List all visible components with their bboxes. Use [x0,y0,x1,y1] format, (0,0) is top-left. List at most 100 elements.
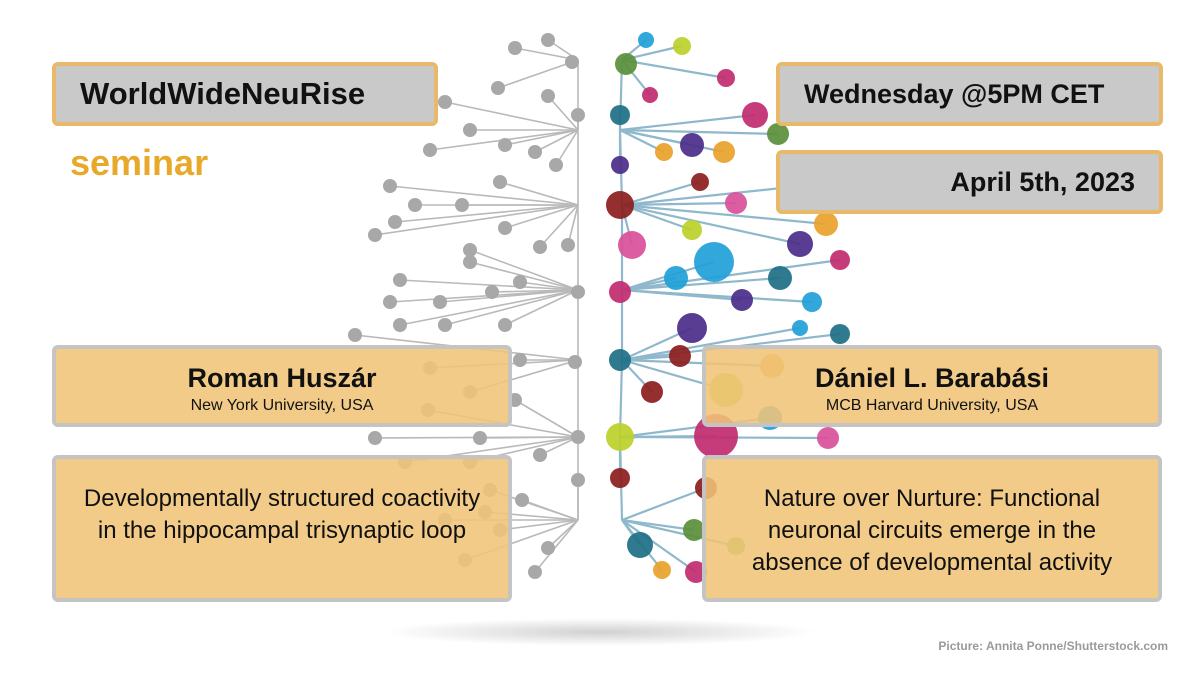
speaker-2-name: Dániel L. Barabási [814,363,1050,393]
color-node [677,313,707,343]
color-node [609,349,631,371]
grey-node [498,221,512,235]
color-node [830,324,850,344]
grey-link [479,436,579,439]
grey-node [368,228,382,242]
color-node [767,123,789,145]
grey-node [388,215,402,229]
grey-node [561,238,575,252]
grey-node [368,431,382,445]
grey-node [549,158,563,172]
color-link [621,201,737,207]
color-link [619,128,725,154]
grey-node [423,143,437,157]
talk-1-box: Developmentally structured coactivity in… [52,455,512,602]
color-node [787,231,813,257]
color-node [638,32,654,48]
speaker-2-affiliation: MCB Harvard University, USA [825,397,1039,414]
color-node [641,381,663,403]
series-title-box: WorldWideNeuRise [52,62,438,126]
grey-node [515,493,529,507]
color-node [669,345,691,367]
color-link [621,519,697,573]
color-link [621,180,701,207]
grey-node [408,198,422,212]
color-node [664,266,688,290]
color-node [768,266,792,290]
grey-link [444,101,579,131]
grey-link [547,95,579,131]
grey-link [374,204,579,236]
talk-1-title: Developmentally structured coactivity in… [83,485,481,544]
grey-link [514,399,579,438]
grey-link [399,289,579,326]
color-node [642,87,658,103]
grey-node [455,198,469,212]
color-node [731,289,753,311]
seminar-label: seminar [70,142,209,183]
color-node [609,281,631,303]
grey-link [399,279,579,291]
color-node [610,468,630,488]
color-link [619,128,779,136]
grey-node [513,353,527,367]
grey-node [498,318,512,332]
grey-node [393,273,407,287]
speaker-1-name: Roman Huszár [187,363,377,393]
grey-node [533,240,547,254]
color-node [683,519,705,541]
color-node [713,141,735,163]
grey-link [519,281,579,291]
grey-node [463,255,477,269]
grey-link [389,185,579,206]
grey-node [485,285,499,299]
color-link [619,113,756,132]
color-node [627,532,653,558]
color-node [618,231,646,259]
color-link [621,288,813,304]
talk-2-title: Nature over Nurture: Functional neuronal… [751,485,1113,576]
color-node [792,320,808,336]
color-node [680,133,704,157]
color-node [606,191,634,219]
grey-node [463,123,477,137]
event-date: April 5th, 2023 [950,167,1135,197]
day-time: Wednesday @5PM CET [804,79,1105,109]
grey-node [571,108,585,122]
speaker-2-box: Dániel L. Barabási MCB Harvard Universit… [702,345,1162,427]
grey-link [504,129,579,146]
color-node [742,102,768,128]
grey-node [508,41,522,55]
color-node [694,242,734,282]
color-node [682,220,702,240]
grey-link [499,181,579,206]
grey-link [504,204,579,229]
grey-node [528,565,542,579]
grey-node [463,243,477,257]
color-node [653,561,671,579]
speaker-1-box: Roman Huszár New York University, USA [52,345,512,427]
grey-link [534,129,579,153]
color-node [725,192,747,214]
grey-node [438,318,452,332]
grey-link [539,204,579,248]
color-node [615,53,637,75]
grey-node [513,275,527,289]
speaker-1-affiliation: New York University, USA [190,397,374,414]
grey-node [533,448,547,462]
color-node [717,69,735,87]
grey-link [499,519,579,531]
grey-node [393,318,407,332]
grey-node [473,431,487,445]
floor-shadow [380,618,820,646]
color-node [830,250,850,270]
grey-link [497,59,579,89]
grey-node [348,328,362,342]
grey-node [498,138,512,152]
grey-link [521,499,579,521]
grey-node [571,285,585,299]
series-title: WorldWideNeuRise [80,76,366,111]
grey-node [571,430,585,444]
grey-node [541,89,555,103]
grey-node [568,355,582,369]
